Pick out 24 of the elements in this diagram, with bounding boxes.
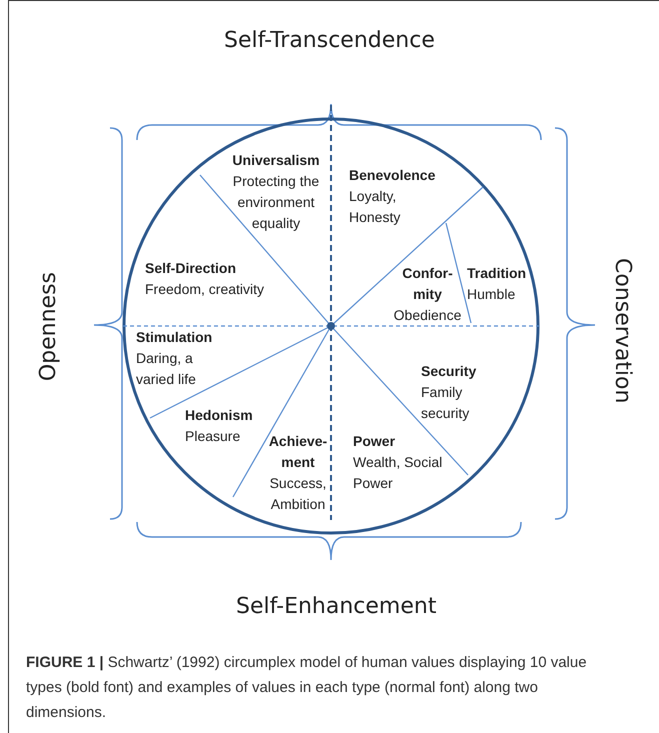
value-type-heading: Security (421, 362, 478, 381)
figure-caption: FIGURE 1 | Schwartz’ (1992) circumplex model of human values displaying 10 value types (bold font) and examples of values in each type (normal font) along two dimensions. (26, 653, 588, 723)
dimension-label: Openness (36, 272, 61, 382)
value-examples: Loyalty, Honesty (349, 187, 402, 227)
value-examples: Freedom, creativity (145, 280, 266, 299)
value-type-heading: Stimulation (136, 328, 214, 347)
dimension-label: Self-Enhancement (236, 594, 436, 619)
value-type-heading: Universalism (231, 151, 321, 170)
value-examples: Humble (467, 285, 516, 304)
value-examples: Obedience (392, 306, 462, 325)
value-examples: Wealth, Social Power (353, 453, 443, 493)
dimension-label: Self-Transcendence (224, 28, 435, 53)
value-type-heading: Power (353, 432, 396, 451)
dimension-label: Conservation (610, 258, 635, 404)
value-type-heading: Self-Direction (145, 259, 238, 278)
value-examples: Success, Ambition (268, 474, 328, 514)
value-examples: Family security (421, 383, 470, 423)
value-type-heading: Tradition (467, 264, 528, 283)
value-examples: Daring, a varied life (136, 349, 197, 389)
value-type-heading: Hedonism (185, 406, 254, 425)
value-type-heading: Achieve- ment (268, 432, 328, 472)
value-type-heading: Benevolence (349, 166, 436, 185)
value-examples: Protecting the environment equality (232, 172, 320, 233)
value-type-heading: Confor- mity (401, 264, 454, 304)
